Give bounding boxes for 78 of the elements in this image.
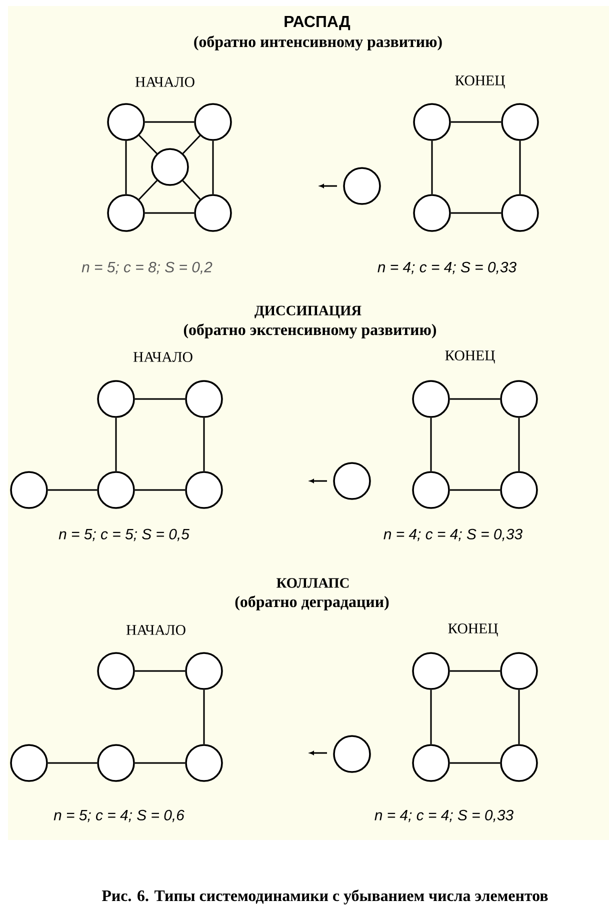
element-circle — [412, 652, 450, 690]
subtitle: (обратно интенсивному развитию) — [194, 36, 442, 50]
element-circle — [10, 471, 48, 509]
element-circle — [500, 380, 538, 418]
connection-line — [430, 418, 432, 472]
section-heading: ДИССИПАЦИЯ — [254, 306, 362, 318]
formula: n = 5; c = 8; S = 0,2 — [82, 262, 212, 274]
element-circle — [97, 652, 135, 690]
connection-line — [144, 121, 194, 123]
connection-line — [518, 418, 520, 472]
stage-label: КОНЕЦ — [455, 76, 505, 88]
section-heading: РАСПАД — [284, 16, 350, 30]
connection-line — [134, 762, 186, 764]
formula: n = 4; c = 4; S = 0,33 — [384, 528, 522, 542]
element-circle — [412, 471, 450, 509]
element-circle — [107, 103, 145, 141]
element-circle — [333, 735, 371, 773]
connection-line — [138, 134, 158, 154]
element-circle — [151, 148, 189, 186]
element-circle — [97, 471, 135, 509]
connection-line — [138, 180, 158, 200]
element-circle — [185, 471, 223, 509]
element-circle — [501, 103, 539, 141]
element-circle — [500, 652, 538, 690]
connection-line — [518, 690, 520, 744]
element-circle — [194, 103, 232, 141]
formula: n = 4; c = 4; S = 0,33 — [378, 262, 516, 274]
element-circle — [107, 194, 145, 232]
connection-line — [450, 212, 502, 214]
stage-label: НАЧАЛО — [133, 352, 192, 362]
connection-line — [48, 489, 98, 491]
connection-line — [450, 762, 500, 764]
element-circle — [412, 380, 450, 418]
connection-line — [450, 670, 500, 672]
subtitle: (обратно экстенсивному развитию) — [184, 324, 436, 338]
element-circle — [413, 194, 451, 232]
connection-line — [144, 212, 194, 214]
stage-label: НАЧАЛО — [126, 625, 186, 635]
stage-label: КОНЕЦ — [448, 624, 498, 636]
element-circle — [185, 652, 223, 690]
element-circle — [10, 744, 48, 782]
element-circle — [413, 103, 451, 141]
connection-line — [115, 418, 117, 472]
element-circle — [333, 462, 371, 500]
stage-label: НАЧАЛО — [135, 77, 194, 87]
connection-line — [430, 690, 432, 744]
connection-line — [182, 135, 200, 154]
formula: n = 4; c = 4; S = 0,33 — [374, 810, 514, 822]
connection-line — [134, 670, 186, 672]
element-circle — [500, 744, 538, 782]
connection-line — [450, 489, 500, 491]
connection-line — [431, 140, 433, 194]
connection-line — [125, 140, 127, 194]
element-circle — [97, 744, 135, 782]
figure-caption: Рис. 6. Типы системодинамики с убыванием числа элементов — [102, 890, 548, 904]
subtitle: (обратно деградации) — [235, 596, 389, 610]
connection-line — [48, 762, 98, 764]
formula: n = 5; c = 4; S = 0,6 — [54, 810, 184, 822]
connection-line — [203, 418, 205, 472]
connection-line — [450, 121, 502, 123]
element-circle — [194, 194, 232, 232]
section-heading: КОЛЛАПС — [276, 578, 349, 588]
element-circle — [343, 167, 381, 205]
connection-line — [203, 690, 205, 744]
stage-label: КОНЕЦ — [445, 350, 495, 364]
connection-line — [134, 398, 186, 400]
connection-line — [134, 489, 186, 491]
connection-line — [212, 140, 214, 194]
connection-line — [182, 180, 201, 200]
element-circle — [97, 380, 135, 418]
connection-line — [450, 398, 500, 400]
element-circle — [185, 380, 223, 418]
element-circle — [412, 744, 450, 782]
connection-line — [519, 140, 521, 194]
element-circle — [500, 471, 538, 509]
element-circle — [501, 194, 539, 232]
element-circle — [185, 744, 223, 782]
formula: n = 5; c = 5; S = 0,5 — [58, 528, 190, 542]
